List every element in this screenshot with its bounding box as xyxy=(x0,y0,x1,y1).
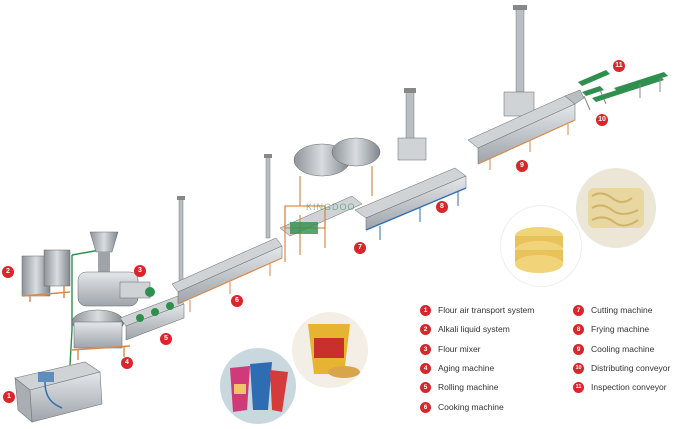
marker-9: 9 xyxy=(516,160,528,172)
legend-label: Alkali liquid system xyxy=(438,324,510,334)
cooking-machine xyxy=(171,154,283,312)
cutting-machine xyxy=(279,195,363,262)
legend-item-1: 1 Flour air transport system xyxy=(420,303,534,317)
flour-mixer xyxy=(77,231,155,307)
marker-5: 5 xyxy=(160,333,172,345)
marker-11: 11 xyxy=(613,60,625,72)
noodle-cups-photo xyxy=(220,348,296,424)
legend-item-4: 4 Aging machine xyxy=(420,361,494,375)
legend-label: Cooling machine xyxy=(591,344,655,354)
legend-item-11: 11 Inspection conveyor xyxy=(573,380,667,394)
legend-label: Flour mixer xyxy=(438,344,481,354)
marker-6: 6 xyxy=(231,295,243,307)
legend-item-7: 7 Cutting machine xyxy=(573,303,652,317)
legend-label: Frying machine xyxy=(591,324,650,334)
legend-label: Distributing conveyor xyxy=(591,363,671,373)
marker-8: 8 xyxy=(436,201,448,213)
oil-heating-tanks xyxy=(293,88,427,206)
legend-label: Inspection conveyor xyxy=(591,382,667,392)
legend-item-9: 9 Cooling machine xyxy=(573,342,654,356)
legend-label: Aging machine xyxy=(438,363,495,373)
legend-item-3: 3 Flour mixer xyxy=(420,342,481,356)
legend-item-5: 5 Rolling machine xyxy=(420,380,498,394)
marker-10: 10 xyxy=(596,114,608,126)
aging-machine xyxy=(71,309,131,360)
flour-air-transport-system xyxy=(14,249,103,423)
noodle-cup-package-photo xyxy=(292,312,368,388)
noodle-cakes-photo xyxy=(500,205,582,287)
dried-noodle-block-photo xyxy=(576,168,656,248)
legend-item-10: 10 Distributing conveyor xyxy=(573,361,670,375)
legend-label: Flour air transport system xyxy=(438,305,535,315)
marker-2: 2 xyxy=(2,266,14,278)
legend-item-6: 6 Cooking machine xyxy=(420,400,504,414)
legend-item-8: 8 Frying machine xyxy=(573,322,649,336)
legend-label: Cutting machine xyxy=(591,305,653,315)
legend-item-2: 2 Alkali liquid system xyxy=(420,322,510,336)
marker-3: 3 xyxy=(134,265,146,277)
alkali-liquid-system xyxy=(21,249,71,302)
marker-4: 4 xyxy=(121,357,133,369)
cooling-machine xyxy=(467,5,585,170)
legend-label: Rolling machine xyxy=(438,382,499,392)
rolling-machine xyxy=(119,295,185,341)
inspection-conveyor xyxy=(578,70,668,102)
marker-1: 1 xyxy=(3,391,15,403)
legend-label: Cooking machine xyxy=(438,402,504,412)
watermark-text: KINGDOO xyxy=(306,202,356,212)
marker-7: 7 xyxy=(354,242,366,254)
frying-machine xyxy=(354,167,467,240)
